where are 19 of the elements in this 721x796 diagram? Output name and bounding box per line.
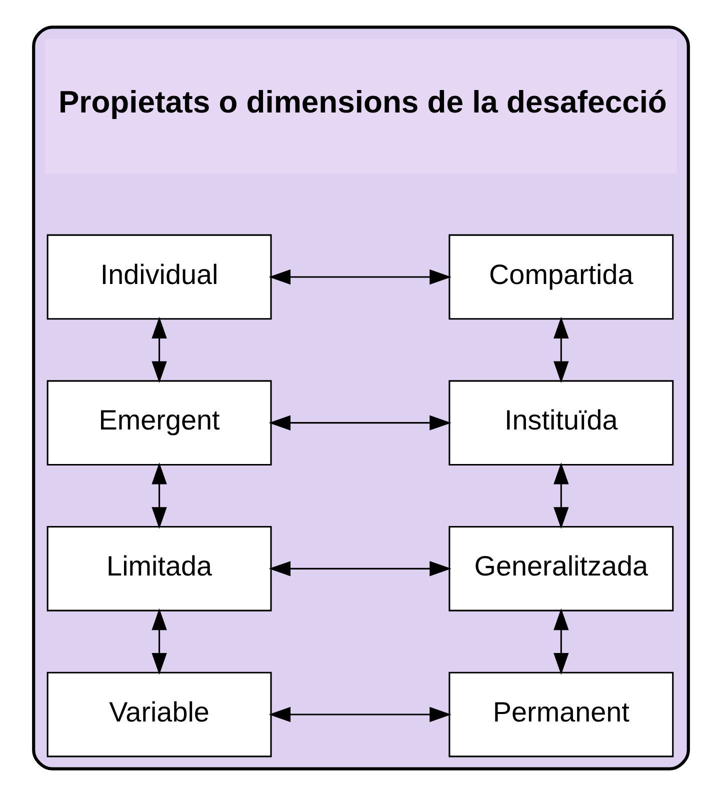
arrow — [553, 462, 568, 529]
arrow — [151, 316, 166, 383]
arrow — [268, 269, 451, 285]
node-box: Emergent — [46, 380, 272, 466]
arrow — [268, 561, 451, 576]
arrow — [268, 706, 451, 722]
node-box: Generalitzada — [448, 526, 674, 612]
node-box: Variable — [46, 672, 272, 758]
arrow — [553, 316, 568, 383]
cluster — [32, 26, 690, 770]
node-box: Instituïda — [448, 380, 674, 466]
node-box: Individual — [46, 234, 272, 320]
arrow — [151, 608, 166, 675]
node-box: Compartida — [448, 234, 674, 320]
node-box: Permanent — [448, 672, 674, 758]
arrow — [553, 608, 568, 675]
arrow — [151, 462, 166, 529]
arrow — [268, 415, 451, 430]
node-box: Limitada — [46, 526, 272, 612]
